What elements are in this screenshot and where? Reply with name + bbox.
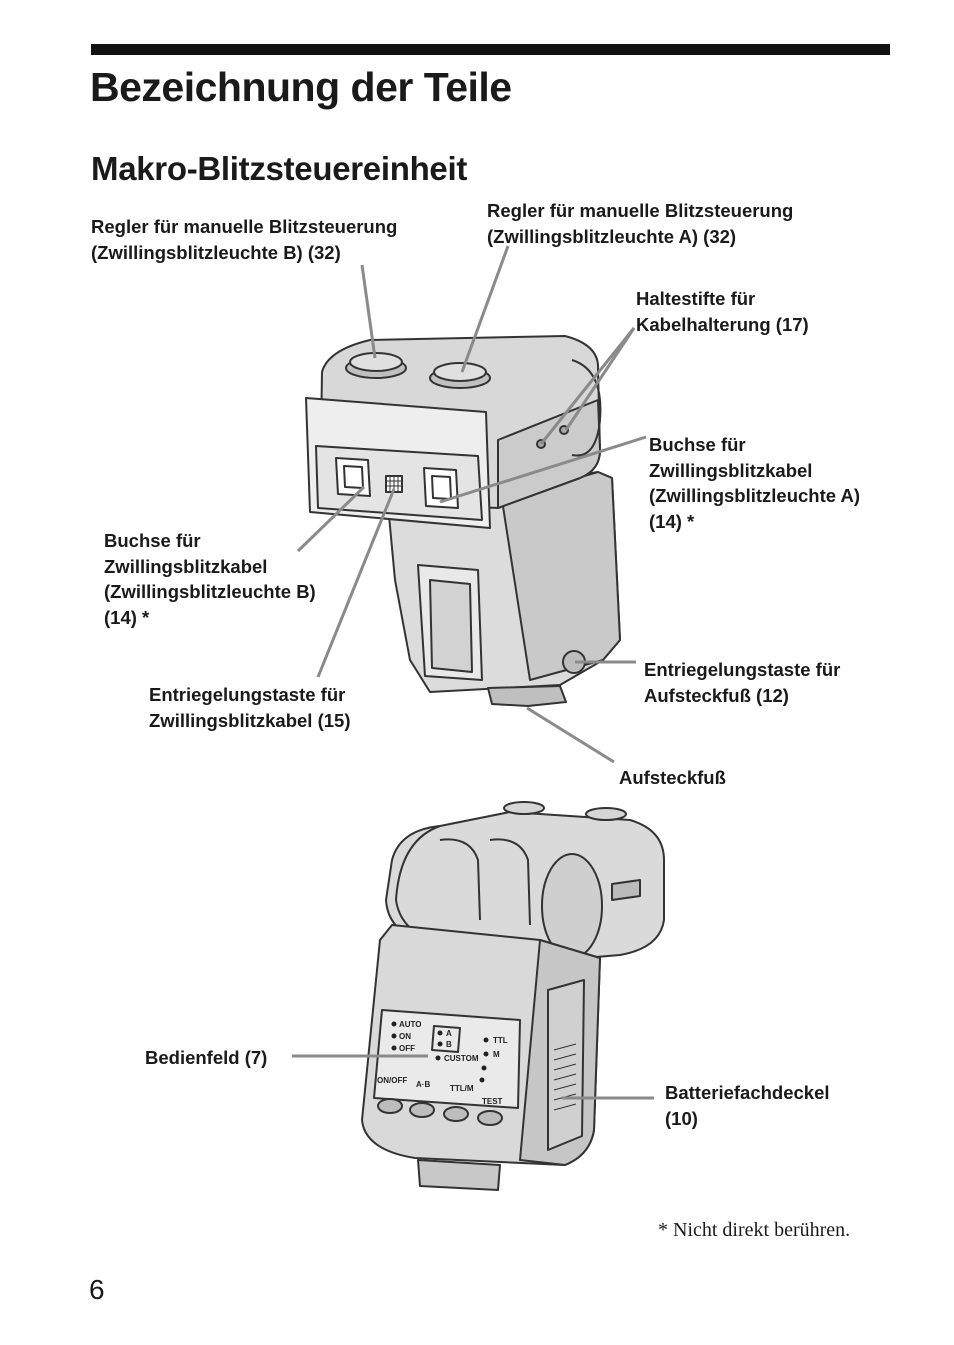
panel-test-text: TEST <box>482 1097 503 1106</box>
panel-ttlm-text: TTL/M <box>450 1084 474 1093</box>
callout-leader-lines <box>292 245 654 1100</box>
leader-dial-b <box>360 264 377 359</box>
panel-custom-text: CUSTOM <box>444 1054 479 1063</box>
leader-socket-a <box>439 435 647 504</box>
section-title: Makro-Blitzsteuereinheit <box>91 150 468 187</box>
page-number: 6 <box>89 1274 105 1305</box>
panel-off-text: OFF <box>399 1044 415 1053</box>
label-battery-cover: Batteriefachdeckel(10) <box>665 1082 830 1129</box>
panel-a-text: A <box>446 1029 452 1038</box>
panel-ttl-text: TTL <box>493 1036 508 1045</box>
panel-m-text: M <box>493 1050 500 1059</box>
panel-ab-text: A·B <box>416 1080 430 1089</box>
panel-on-text: ON <box>399 1032 411 1041</box>
panel-auto-text: AUTO <box>399 1020 422 1029</box>
panel-onoff-text: ON/OFF <box>377 1076 407 1085</box>
leader-mounting-foot <box>526 706 615 764</box>
label-dial-a: Regler für manuelle Blitzsteuerung(Zwill… <box>487 200 794 247</box>
leader-cable-release <box>316 488 396 678</box>
label-mounting-foot: Aufsteckfuß <box>619 767 726 788</box>
controller-front-drawing <box>305 335 621 707</box>
leader-dial-a <box>460 245 510 373</box>
top-rule <box>91 44 890 55</box>
label-dial-b: Regler für manuelle Blitzsteuerung(Zwill… <box>91 216 398 263</box>
controller-rear-drawing <box>361 801 665 1191</box>
label-control-panel: Bedienfeld (7) <box>145 1047 268 1068</box>
page-title: Bezeichnung der Teile <box>90 64 512 110</box>
panel-b-text: B <box>446 1040 452 1049</box>
leader-socket-b <box>296 485 366 553</box>
footnote: * Nicht direkt berühren. <box>658 1219 851 1241</box>
leader-pin-1 <box>539 327 636 445</box>
leader-pin-2 <box>564 327 636 431</box>
